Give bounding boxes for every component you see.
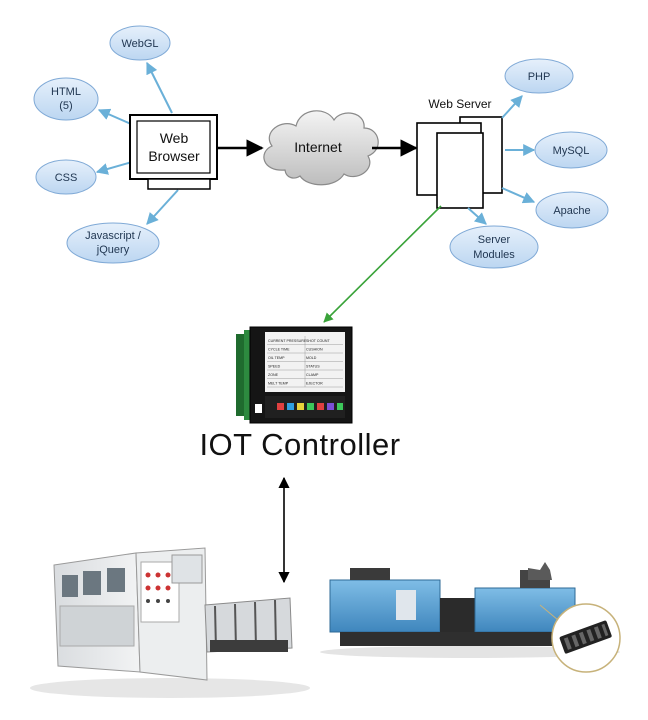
bubble-label: PHP xyxy=(528,71,551,83)
screen-cell: SPEED xyxy=(268,365,281,369)
bubble-label: Apache xyxy=(553,205,590,217)
bubble-label: Javascript / xyxy=(85,230,142,242)
server-tech-apache: Apache xyxy=(501,187,609,229)
screen-cell: EJECTOR xyxy=(306,382,323,386)
bubble-label: Server xyxy=(478,234,511,246)
bubble-label: HTML xyxy=(51,86,81,98)
thermoforming-machine-image xyxy=(30,547,310,698)
web-browser-node: Web Browser xyxy=(129,114,218,190)
controller-logo xyxy=(255,404,262,413)
client-tech-html: HTML (5) xyxy=(33,77,132,125)
server-tech-mysql: MySQL xyxy=(505,131,608,169)
screen-cell: MOLD xyxy=(306,356,317,360)
client-tech-css: CSS xyxy=(35,159,133,195)
internet-cloud: Internet xyxy=(263,110,379,186)
server-label: Web Server xyxy=(428,97,491,111)
bubble-label: WebGL xyxy=(121,38,158,50)
screen-cell: ZONE xyxy=(268,373,279,377)
server-to-controller-link xyxy=(323,205,442,323)
server-tech-php: PHP xyxy=(501,58,574,119)
client-tech-webgl: WebGL xyxy=(109,25,173,114)
screen-cell: MELT TEMP xyxy=(268,382,289,386)
screen-cell: OIL TEMP xyxy=(268,356,285,360)
client-tech-javascript: Javascript / jQuery xyxy=(66,189,179,264)
bubble-label: CSS xyxy=(55,172,78,184)
internet-label: Internet xyxy=(294,139,342,155)
screen-cell: CLAMP xyxy=(306,373,319,377)
screen-cell: CUSHION xyxy=(306,348,323,352)
bubble-label-2: (5) xyxy=(59,100,72,112)
screen-cell: SHOT COUNT xyxy=(306,339,330,343)
browser-label-line1: Web xyxy=(160,130,189,146)
web-server-node: Web Server xyxy=(416,97,503,209)
controller-keypad xyxy=(277,403,343,410)
screen-cell: CURRENT PRESSURE xyxy=(268,339,307,343)
screen-cell: CYCLE TIME xyxy=(268,348,290,352)
bubble-label: MySQL xyxy=(553,145,590,157)
controller-label: IOT Controller xyxy=(199,427,400,462)
injection-molding-machine-image xyxy=(320,562,621,673)
bubble-label-2: jQuery xyxy=(96,244,130,256)
server-tech-modules: Server Modules xyxy=(449,207,539,269)
screen-cell: STATUS xyxy=(306,365,320,369)
bubble-label-2: Modules xyxy=(473,249,515,261)
browser-label-line2: Browser xyxy=(148,148,200,164)
